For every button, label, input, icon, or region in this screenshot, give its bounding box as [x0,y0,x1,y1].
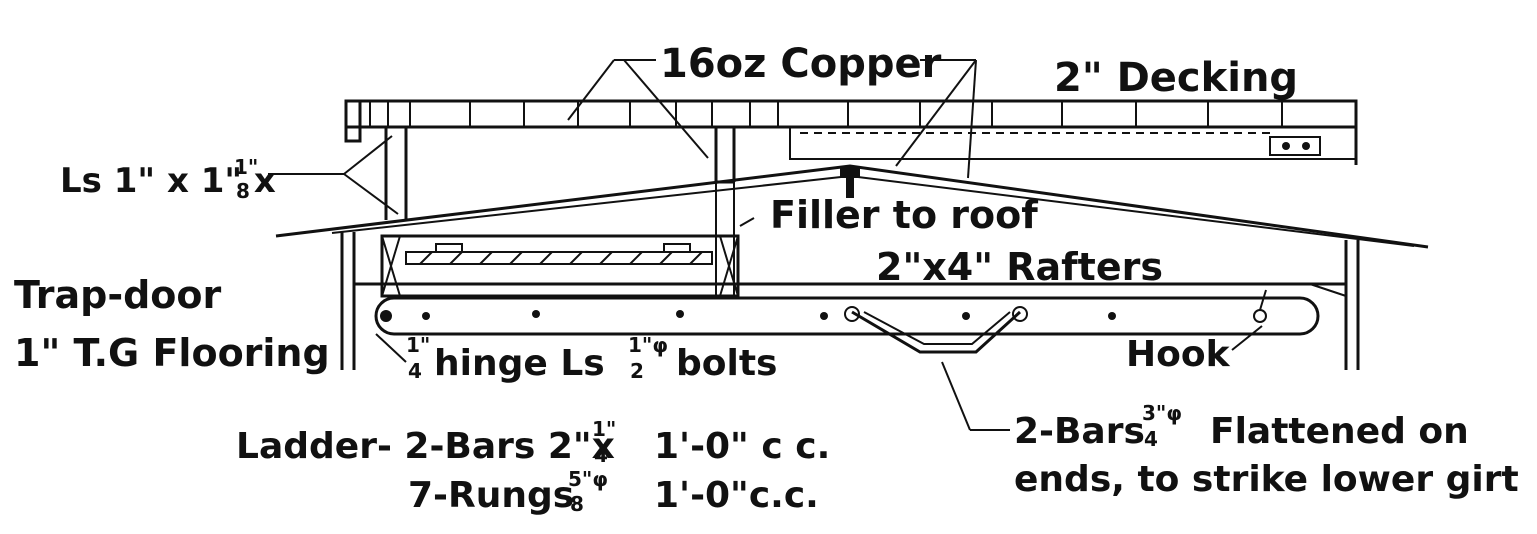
label-bars-num: 3"φ [1142,401,1182,425]
annotations: 16oz Copper 2" Decking Ls 1" x 1" x 1" 8… [14,41,1519,516]
label-hinge: hinge Ls [434,343,605,384]
trap-door [380,234,740,298]
decking-boards [344,99,1358,165]
label-ladder-num: 1" [592,417,616,441]
rafters [354,282,1347,297]
label-hinge-den: 4 [408,359,422,383]
label-bars-den: 4 [1144,427,1158,451]
roof-line [275,164,1429,370]
label-bolts-num: 1"φ [628,333,668,357]
label-ladder: Ladder- 2-Bars 2"x [236,426,615,467]
label-rungs-num: 5"φ [568,467,608,491]
label-decking: 2" Decking [1054,55,1298,101]
label-bars-line1: Flattened on [1210,411,1469,452]
label-hinge-num: 1" [406,333,430,357]
label-bolts: bolts [676,343,777,384]
label-angles-num: 1" [234,155,258,179]
label-angles-den: 8 [236,179,250,203]
label-copper: 16oz Copper [660,41,942,87]
label-filler: Filler to roof [770,193,1038,237]
label-rungs-spacing: 1'-0"c.c. [654,475,819,516]
label-rungs: 7-Rungs [408,475,574,516]
label-bars: 2-Bars [1014,411,1145,452]
label-ladder-den: 4 [594,443,608,467]
label-angles: Ls 1" x 1" x [60,161,276,201]
label-flooring: 1" T.G Flooring [14,331,330,375]
label-rafters: 2"x4" Rafters [876,245,1163,289]
label-hook: Hook [1126,334,1231,375]
label-trapdoor: Trap-door [14,273,222,317]
label-ladder-spacing: 1'-0" c c. [654,426,830,467]
label-bars-line2: ends, to strike lower girt [1014,459,1519,500]
label-bolts-den: 2 [630,359,644,383]
curb-frame [384,127,736,295]
label-rungs-den: 8 [570,492,584,516]
leader-lines [268,59,1263,431]
ladder-bar [374,289,1320,354]
